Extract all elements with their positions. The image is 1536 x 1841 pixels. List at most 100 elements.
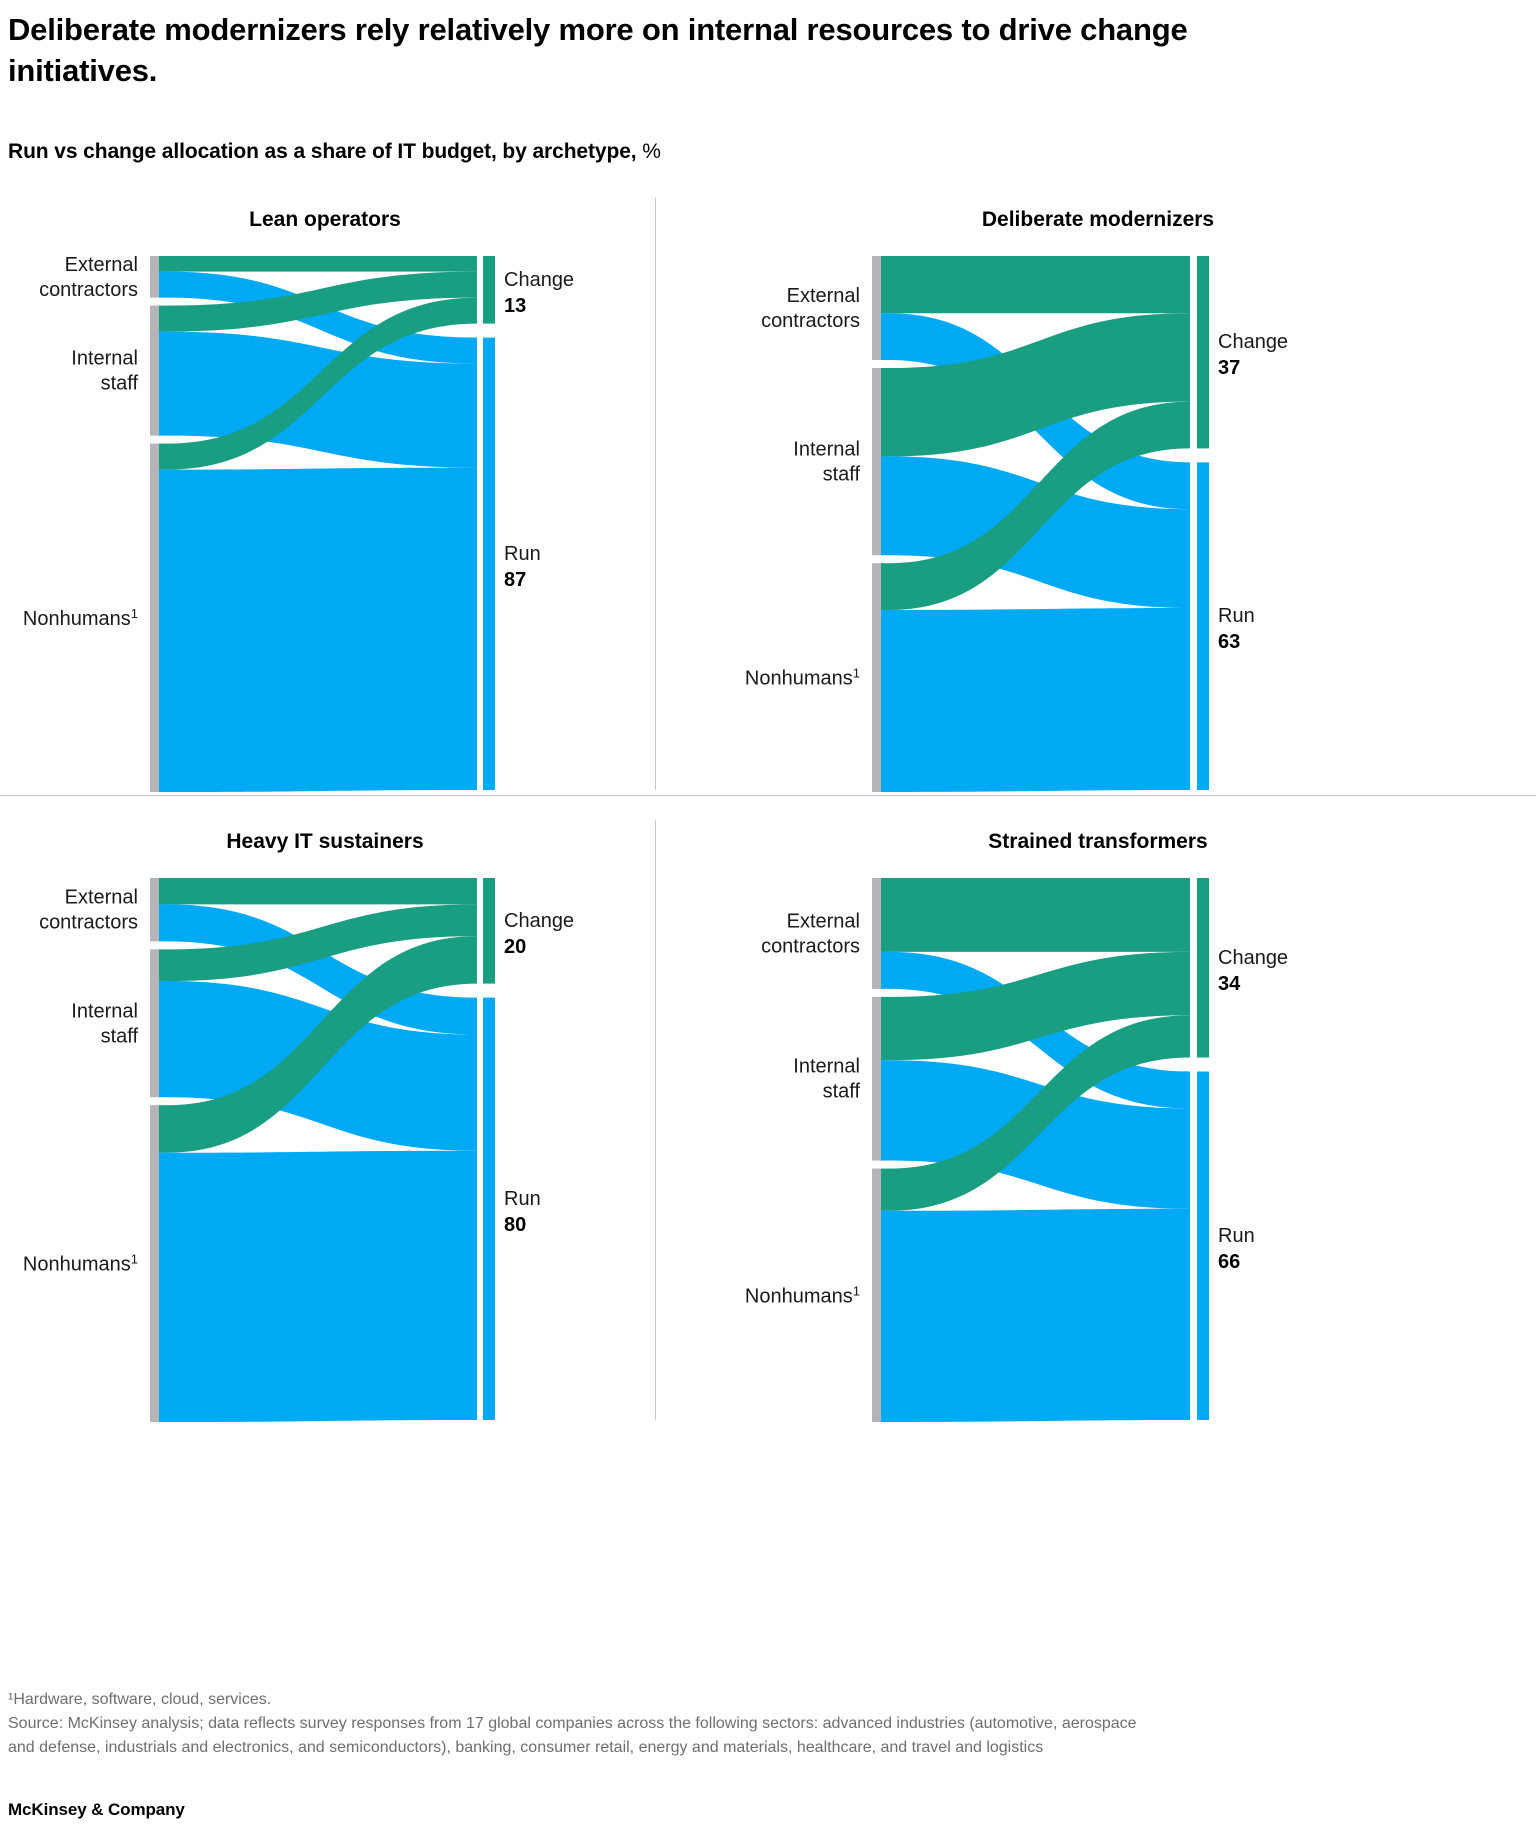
- source-label-2: Nonhumans1: [745, 1283, 860, 1308]
- sankey-link: [889, 1060, 1190, 1209]
- sankey-links: [889, 256, 1190, 792]
- target-node-bar: [483, 337, 495, 790]
- target-label-0: Change: [504, 910, 574, 932]
- sankey-link: [167, 936, 477, 1153]
- source-stub-run: [159, 904, 167, 942]
- sankey-links: [167, 256, 477, 792]
- sankey-link: [889, 951, 1190, 1061]
- source-stub-run: [881, 1210, 889, 1422]
- sankey-link: [889, 878, 1190, 952]
- source-stub-change: [881, 563, 889, 610]
- source-stub-run: [881, 313, 889, 360]
- page-headline: Deliberate modernizers rely relatively m…: [8, 12, 1188, 88]
- panel-title-3: Strained transformers: [988, 830, 1208, 853]
- mckinsey-brand: McKinsey & Company: [8, 1800, 185, 1819]
- sankey-link: [167, 467, 477, 792]
- target-label-0: Change: [1218, 947, 1288, 969]
- target-value-0: 34: [1218, 973, 1241, 995]
- sankey-links: [889, 878, 1190, 1422]
- target-value-1: 63: [1218, 631, 1240, 653]
- sankey-link: [889, 256, 1190, 314]
- source-stub-change: [159, 256, 167, 272]
- sankey-link: [889, 1015, 1190, 1211]
- sankey-link: [889, 456, 1190, 608]
- sankey-link: [167, 271, 477, 332]
- horizontal-divider: [0, 795, 1536, 796]
- source-stub-change: [881, 368, 889, 457]
- panel-title-0: Lean operators: [249, 208, 401, 231]
- source-stub-change: [159, 305, 167, 332]
- sankey-link: [889, 1208, 1190, 1422]
- source-stub-change: [159, 443, 167, 470]
- source-label-2: Nonhumans1: [23, 605, 138, 630]
- page-subtitle: Run vs change allocation as a share of I…: [8, 140, 661, 164]
- source-stub-change: [159, 1105, 167, 1153]
- source-stub-run: [881, 1060, 889, 1161]
- source-stub-change: [159, 949, 167, 982]
- source-stub-run: [159, 331, 167, 436]
- sankey-link: [167, 297, 477, 470]
- source-stub-run: [159, 981, 167, 1098]
- target-value-1: 87: [504, 569, 526, 591]
- panel-title-2: Heavy IT sustainers: [226, 830, 424, 853]
- target-label-1: Run: [504, 1188, 541, 1210]
- source-stub-run: [881, 456, 889, 556]
- sankey-links: [167, 878, 477, 1422]
- sankey-link: [889, 608, 1190, 792]
- target-label-1: Run: [1218, 605, 1255, 627]
- sankey-link: [889, 313, 1190, 457]
- source-stub-run: [159, 469, 167, 792]
- footnote-line-1: ¹Hardware, software, cloud, services.: [8, 1691, 272, 1708]
- target-label-0: Change: [1218, 331, 1288, 353]
- target-value-0: 13: [504, 295, 526, 317]
- source-stub-change: [881, 878, 889, 952]
- target-label-1: Run: [504, 543, 541, 565]
- target-value-0: 20: [504, 936, 526, 958]
- target-label-1: Run: [1218, 1225, 1255, 1247]
- footnotes: ¹Hardware, software, cloud, services. So…: [8, 1688, 1528, 1760]
- subtitle-unit: %: [642, 140, 661, 163]
- target-node-bar: [1197, 1071, 1209, 1420]
- source-stub-change: [881, 996, 889, 1061]
- target-node-bar: [483, 878, 495, 984]
- source-label-2: Nonhumans1: [23, 1251, 138, 1276]
- panel-title-1: Deliberate modernizers: [981, 208, 1215, 231]
- target-label-0: Change: [504, 269, 574, 291]
- target-node-bar: [1197, 878, 1209, 1058]
- target-node-bar: [1197, 256, 1209, 449]
- footnote-line-3: and defense, industrials and electronics…: [8, 1739, 1044, 1756]
- source-stub-change: [881, 1168, 889, 1211]
- source-label-2: Nonhumans1: [745, 665, 860, 690]
- source-stub-change: [159, 878, 167, 905]
- target-node-bar: [483, 997, 495, 1420]
- target-node-bar: [483, 256, 495, 324]
- target-value-0: 37: [1218, 357, 1240, 379]
- sankey-link: [167, 904, 477, 982]
- subtitle-text: Run vs change allocation as a share of I…: [8, 140, 643, 163]
- sankey-link: [167, 904, 477, 1035]
- target-value-1: 66: [1218, 1251, 1240, 1273]
- sankey-link: [167, 878, 477, 905]
- target-value-1: 80: [504, 1214, 526, 1236]
- target-node-bar: [1197, 462, 1209, 790]
- source-stub-run: [159, 1152, 167, 1422]
- sankey-link: [889, 401, 1190, 610]
- source-stub-run: [881, 610, 889, 792]
- source-stub-change: [881, 256, 889, 314]
- source-stub-run: [881, 951, 889, 989]
